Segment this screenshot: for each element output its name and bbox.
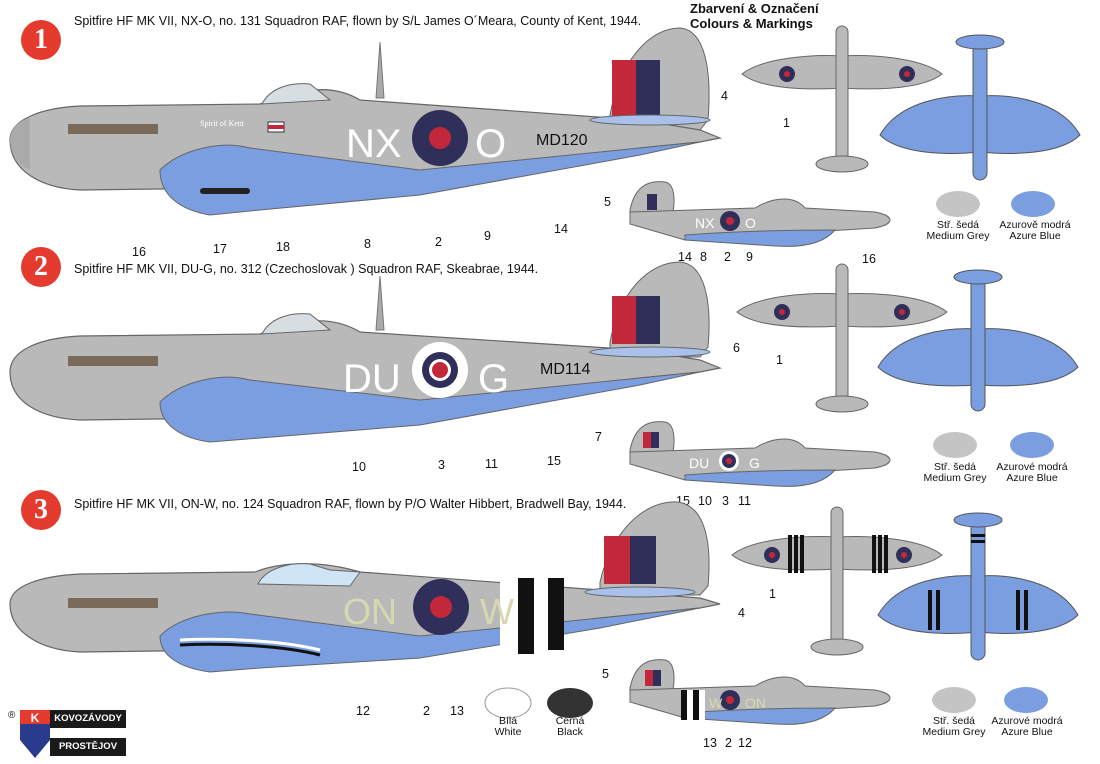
scheme-3-caption: Spitfire HF MK VII, ON-W, no. 124 Squadr… bbox=[74, 497, 627, 511]
scheme-2-callout-15: 15 bbox=[547, 454, 561, 468]
scheme-2-bottom-view bbox=[877, 269, 1079, 412]
scheme-3-code-right: W bbox=[480, 591, 514, 632]
scheme-2-swatch-blue bbox=[1010, 432, 1054, 458]
scheme-2-small-code-right: G bbox=[749, 455, 760, 471]
svg-text:K: K bbox=[31, 711, 40, 725]
scheme-3-callout-13: 13 bbox=[450, 704, 464, 718]
brand-logo-line2: PROSTĚJOV bbox=[50, 738, 126, 756]
scheme-3-badge: 3 bbox=[21, 490, 61, 530]
scheme-2-swatch-grey bbox=[933, 432, 977, 458]
scheme-3-bottom-view bbox=[877, 512, 1079, 661]
scheme-2-caption: Spitfire HF MK VII, DU-G, no. 312 (Czech… bbox=[74, 262, 539, 276]
scheme-1-nose-art: Spirit of Kent bbox=[200, 119, 245, 128]
scheme-1-badge: 1 bbox=[21, 20, 61, 60]
scheme-3-small-code-left: W bbox=[709, 695, 723, 711]
scheme-1-small-callout-8: 8 bbox=[700, 250, 707, 264]
scheme-1-side-profile: Spirit of Kent NX O MD120 bbox=[9, 27, 723, 216]
scheme-1-swatch-blue bbox=[1011, 191, 1055, 217]
scheme-2-callout-3: 3 bbox=[438, 458, 445, 472]
scheme-1-code-right: O bbox=[475, 122, 506, 166]
scheme-2-top-view bbox=[736, 263, 948, 413]
scheme-1-callout-14: 14 bbox=[554, 222, 568, 236]
scheme-3-small-callout-13: 13 bbox=[703, 736, 717, 750]
scheme-1-plan-callout-1: 1 bbox=[783, 116, 790, 130]
scheme-2-plan-callout-1: 1 bbox=[776, 353, 783, 367]
scheme-2-badge: 2 bbox=[21, 247, 61, 287]
scheme-1-small-callout-14: 14 bbox=[678, 250, 692, 264]
scheme-3-plan-callout-1: 1 bbox=[769, 587, 776, 601]
scheme-3-small-code-right: ON bbox=[745, 695, 766, 711]
scheme-1-callout-8: 8 bbox=[364, 237, 371, 251]
scheme-3-small-callout-2: 2 bbox=[725, 736, 732, 750]
scheme-2-callout-10: 10 bbox=[352, 460, 366, 474]
scheme-2-callout-6: 6 bbox=[733, 341, 740, 355]
scheme-1-callout-16: 16 bbox=[132, 245, 146, 259]
scheme-2-small-code-left: DU bbox=[689, 455, 709, 471]
brand-logo-line1: KOVOZÁVODY bbox=[50, 710, 126, 728]
scheme-2-small-callout-11: 11 bbox=[738, 494, 751, 508]
scheme-1-swatch-grey bbox=[936, 191, 980, 217]
scheme-1-callout-4: 4 bbox=[721, 89, 728, 103]
scheme-1-small-callout-2: 2 bbox=[724, 250, 731, 264]
scheme-1-caption: Spitfire HF MK VII, NX-O, no. 131 Squadr… bbox=[74, 14, 642, 28]
scheme-3-top-view bbox=[731, 506, 943, 656]
scheme-3-small-callout-12: 12 bbox=[738, 736, 752, 750]
scheme-1-callout-2: 2 bbox=[435, 235, 442, 249]
scheme-2-code-left: DU bbox=[343, 357, 401, 401]
scheme-1-small-code-left: NX bbox=[695, 215, 715, 231]
scheme-2-serial: MD114 bbox=[540, 361, 590, 378]
scheme-1-code-left: NX bbox=[346, 122, 402, 166]
scheme-1-small-callout-9: 9 bbox=[746, 250, 753, 264]
scheme-1-bottom-view bbox=[879, 34, 1081, 181]
header-title-en: Colours & Markings bbox=[690, 16, 813, 31]
scheme-2-code-right: G bbox=[478, 357, 509, 401]
scheme-3-swatch-blue bbox=[1004, 687, 1048, 713]
scheme-2-callout-11: 11 bbox=[485, 457, 498, 471]
scheme-3-callout-2: 2 bbox=[423, 704, 430, 718]
scheme-3-side-profile: ON W bbox=[9, 501, 721, 673]
scheme-2-small-profile: DU G bbox=[629, 421, 891, 487]
brand-logo: ® K KOVOZÁVODY PROSTĚJOV bbox=[8, 710, 126, 760]
scheme-1-small-callout-16: 16 bbox=[862, 252, 876, 266]
scheme-3-small-profile: W ON bbox=[629, 659, 891, 725]
scheme-3-swatch-grey bbox=[932, 687, 976, 713]
scheme-1-top-view bbox=[741, 25, 943, 173]
scheme-1-serial: MD120 bbox=[536, 132, 588, 149]
scheme-1-small-callout-5: 5 bbox=[604, 195, 611, 209]
scheme-3-callout-12: 12 bbox=[356, 704, 370, 718]
scheme-1-callout-18: 18 bbox=[276, 240, 290, 254]
scheme-1-small-code-right: O bbox=[745, 215, 756, 231]
scheme-2-small-callout-10: 10 bbox=[698, 494, 712, 508]
scheme-3-code-left: ON bbox=[343, 591, 397, 632]
scheme-3-swatch-white bbox=[484, 687, 532, 719]
scheme-1-callout-9: 9 bbox=[484, 229, 491, 243]
scheme-1-small-profile: NX O bbox=[629, 181, 891, 247]
scheme-1-callout-17: 17 bbox=[213, 242, 227, 256]
scheme-2-side-profile: DU G MD114 bbox=[9, 261, 723, 443]
scheme-3-swatch-black bbox=[547, 688, 593, 718]
scheme-2-small-callout-3: 3 bbox=[722, 494, 729, 508]
header-title-cz: Zbarvení & Označení bbox=[690, 1, 819, 16]
scheme-2-small-callout-7: 7 bbox=[595, 430, 602, 444]
scheme-3-callout-4: 4 bbox=[738, 606, 745, 620]
scheme-3-small-callout-5: 5 bbox=[602, 667, 609, 681]
